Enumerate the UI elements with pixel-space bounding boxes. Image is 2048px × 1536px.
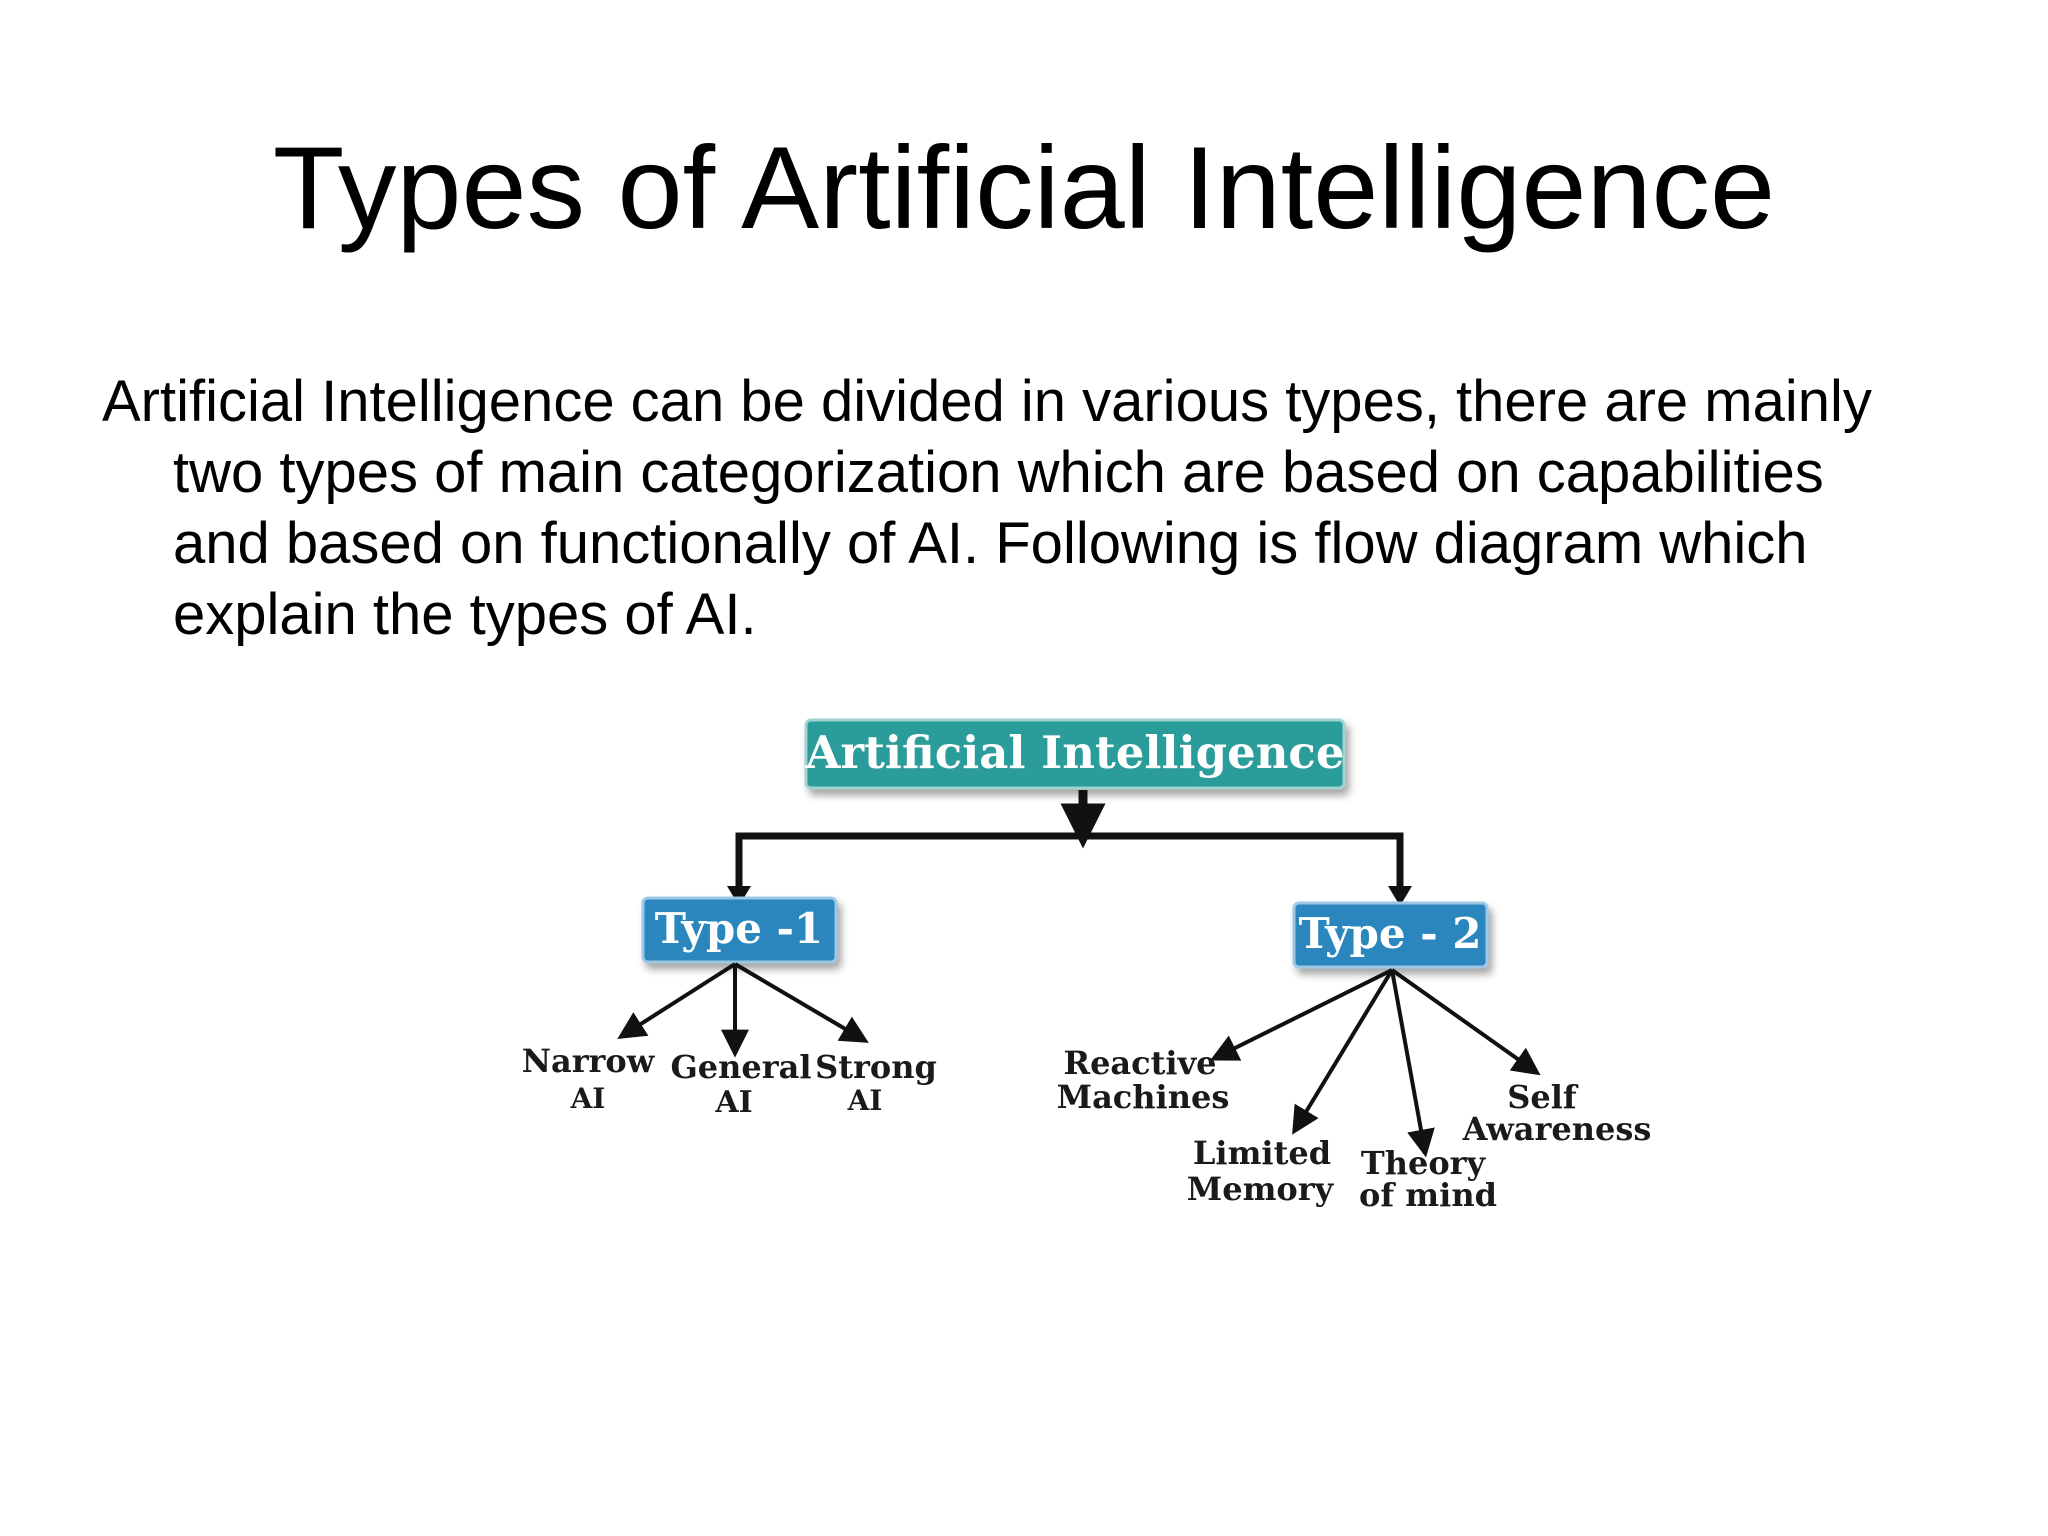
arrow-to-limited-memory [1292, 968, 1394, 1135]
leaf-line1: Theory [1361, 1144, 1487, 1182]
arrow-to-strong-ai [733, 962, 869, 1043]
leaf-strong-ai: Strong AI [815, 1048, 937, 1117]
leaf-theory-of-mind: Theory of mind [1359, 1144, 1497, 1214]
leaf-line1: Narrow [522, 1042, 656, 1080]
root-node: Artificial Intelligence [804, 718, 1346, 790]
leaf-line2: AI [714, 1085, 752, 1120]
leaf-limited-memory: Limited Memory [1187, 1134, 1335, 1208]
type1-node: Type -1 [641, 896, 838, 964]
type2-label: Type - 2 [1298, 909, 1481, 958]
slide-title: Types of Artificial Intelligence [272, 122, 1776, 253]
type1-arrows [617, 962, 869, 1058]
leaf-line1: General [670, 1048, 811, 1086]
type2-arrows [1209, 968, 1541, 1158]
type1-arrowhead [727, 886, 751, 906]
body-paragraph: Artificial Intelligence can be divided i… [102, 369, 1872, 647]
root-box [804, 718, 1346, 790]
leaf-line2: AI [570, 1082, 606, 1115]
type1-label: Type -1 [655, 904, 823, 953]
leaf-line2: of mind [1359, 1176, 1497, 1214]
type2-node: Type - 2 [1292, 901, 1489, 969]
branch-bar [735, 832, 1404, 890]
leaf-line2: Awareness [1462, 1110, 1652, 1148]
leaf-line1: Reactive [1063, 1044, 1216, 1082]
arrow-to-self-awareness [1390, 968, 1541, 1076]
leaf-line1: Limited [1193, 1134, 1331, 1172]
root-connectors [727, 790, 1412, 906]
arrow-to-theory-of-mind [1390, 969, 1435, 1158]
arrow-to-reactive-machines [1209, 968, 1393, 1061]
leaf-line2: Machines [1057, 1078, 1230, 1116]
root-label: Artificial Intelligence [805, 726, 1345, 779]
arrow-to-narrow-ai [617, 962, 737, 1040]
leaf-self-awareness: Self Awareness [1462, 1078, 1652, 1148]
leaf-line1: Self [1507, 1078, 1579, 1116]
leaf-reactive-machines: Reactive Machines [1057, 1044, 1230, 1116]
leaf-line2: AI [847, 1084, 883, 1117]
leaf-narrow-ai: Narrow AI [522, 1042, 656, 1115]
type1-box [641, 896, 838, 964]
leaf-general-ai: General AI [670, 1048, 811, 1120]
slide-body: Artificial Intelligence can be divided i… [102, 366, 1902, 650]
type2-box [1292, 901, 1489, 969]
leaf-line1: Strong [815, 1048, 937, 1086]
type2-arrowhead [1388, 886, 1412, 906]
leaf-line2: Memory [1187, 1170, 1335, 1208]
